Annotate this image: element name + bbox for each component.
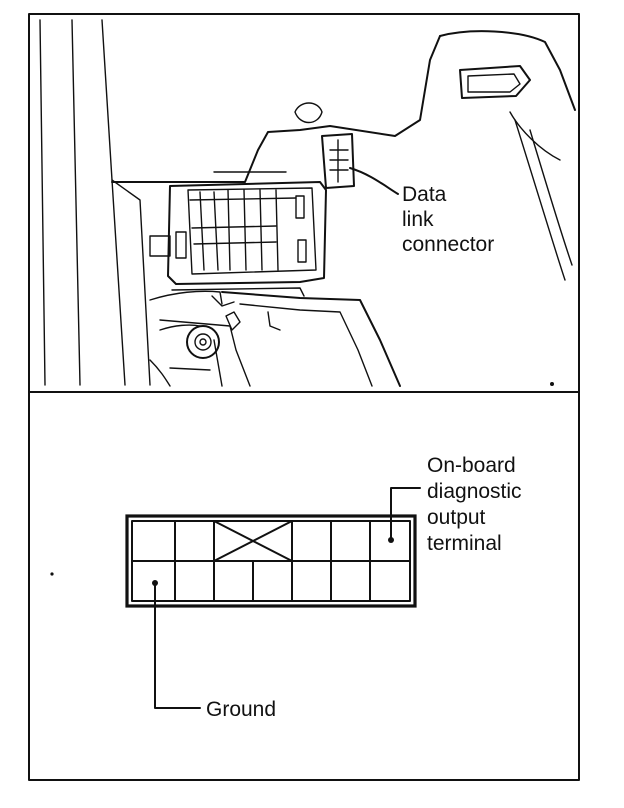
- outer-border: [28, 13, 580, 781]
- ground-label: Ground: [206, 698, 276, 721]
- under-dash-illustration: [39, 19, 576, 387]
- diagnostic-connector: [125, 514, 417, 608]
- connector-outer-frame: [125, 514, 417, 608]
- leader-ground: [154, 582, 201, 709]
- ground-bolt: [186, 325, 220, 359]
- fuse-box: [149, 171, 327, 297]
- leader-data-link: [349, 167, 399, 195]
- vent-opening: [459, 65, 531, 99]
- data-link-connector-label: Data link connector: [402, 183, 494, 256]
- data-link-connector: [321, 133, 355, 189]
- panel-clip: [294, 102, 323, 124]
- leader-obd-output: [390, 487, 421, 541]
- obd-output-terminal-label: On-board diagnostic output terminal: [427, 454, 527, 555]
